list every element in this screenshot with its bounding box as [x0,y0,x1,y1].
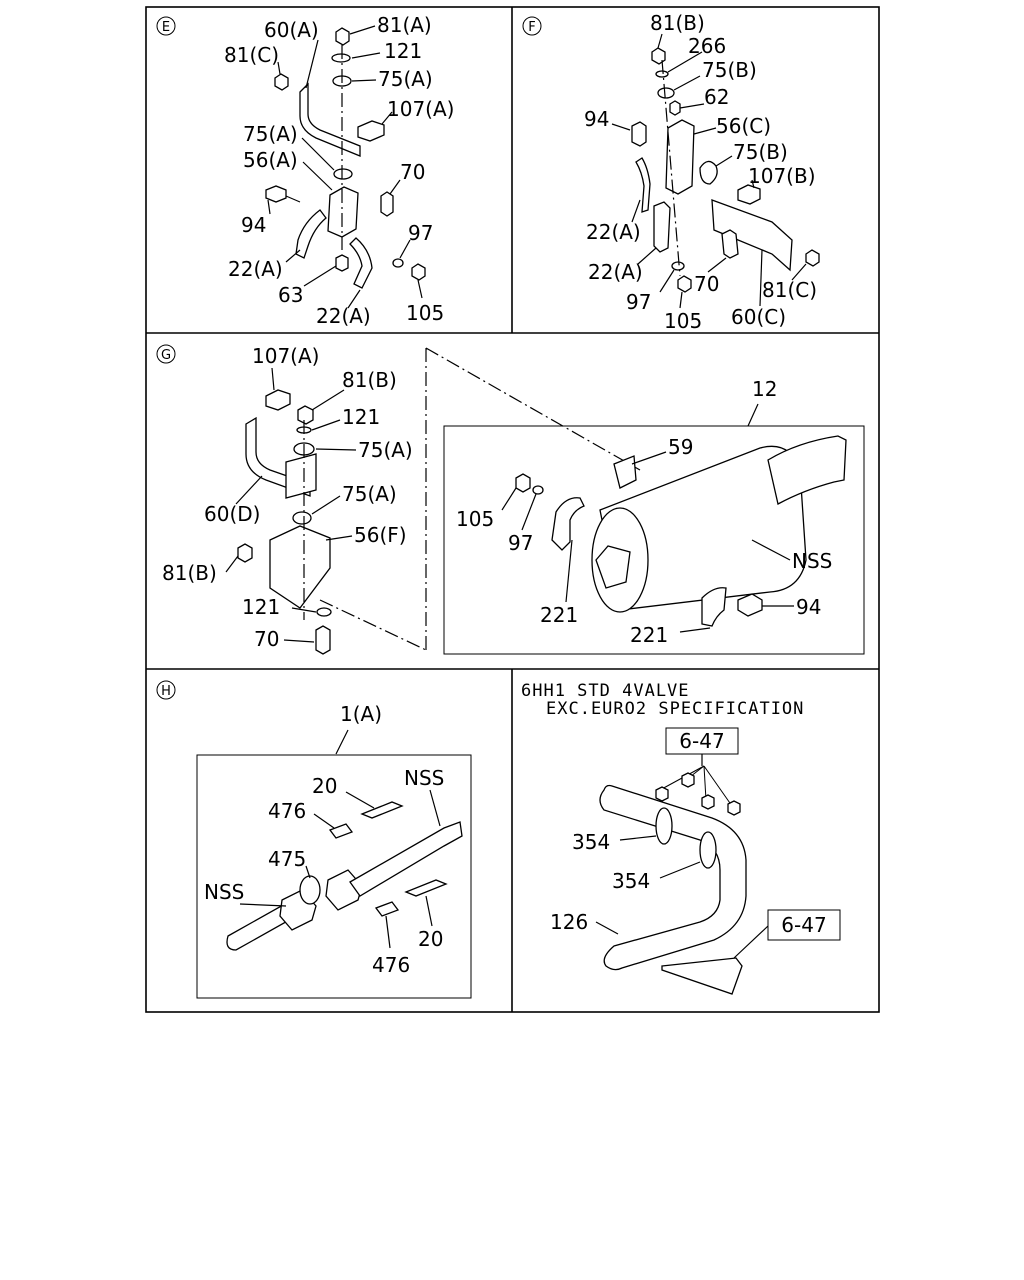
panel-e: E [156,13,454,328]
label-476-upper: 476 [268,799,306,823]
label-75a: 75(A) [378,67,433,91]
label-97: 97 [508,531,533,555]
label-70: 70 [694,272,719,296]
panel-f-parts [631,47,820,293]
label-81b: 81(B) [650,11,705,35]
label-81b: 81(B) [342,368,397,392]
panel-e-parts [265,27,426,289]
label-62: 62 [704,85,729,109]
label-70: 70 [254,627,279,651]
label-75b: 75(B) [702,58,757,82]
label-63: 63 [278,283,303,307]
panel-spec-leaders [595,754,769,959]
panel-e-leaders [267,25,423,309]
label-221-lower: 221 [630,623,668,647]
label-107b: 107(B) [748,164,816,188]
panel-letter-f: F [528,20,535,35]
label-121: 121 [342,405,380,429]
panel-f: F [522,11,820,333]
label-121-lower: 121 [242,595,280,619]
label-475: 475 [268,847,306,871]
label-107a: 107(A) [252,344,319,368]
label-1a: 1(A) [340,702,382,726]
label-81c: 81(C) [762,278,817,302]
label-121: 121 [384,39,422,63]
label-56c: 56(C) [716,114,771,138]
panel-spec-labels: 354 354 126 [550,830,650,934]
label-354-lower: 354 [612,869,650,893]
panel-letter-g: G [161,348,171,363]
label-221-upper: 221 [540,603,578,627]
muffler-inset-box [443,425,865,655]
panel-e-labels: 60(A) 81(A) 121 81(C) 75(A) 107(A) 75(A)… [224,13,454,328]
label-22a-upper: 22(A) [586,220,641,244]
label-126: 126 [550,910,588,934]
label-22a-lower: 22(A) [588,260,643,284]
label-60d: 60(D) [204,502,260,526]
spec-line-2: EXC.EURO2 SPECIFICATION [546,699,804,719]
label-266: 266 [688,34,726,58]
pipe-joint-inset-box [196,754,472,999]
panel-g-leaders [225,367,794,643]
label-70: 70 [400,160,425,184]
label-nss: NSS [792,549,832,573]
label-97: 97 [408,221,433,245]
label-105: 105 [406,301,444,325]
label-107a: 107(A) [387,97,454,121]
label-75a-lower: 75(A) [243,122,298,146]
panel-letter-h: H [161,684,171,699]
inset-projection-lines [319,347,641,651]
panel-g: G [156,344,865,655]
spec-line-1: 6HH1 STD 4VALVE [521,681,690,701]
label-94: 94 [241,213,266,237]
panel-letter-e: E [162,20,170,35]
label-12: 12 [752,377,777,401]
label-75b-lower: 75(B) [733,140,788,164]
label-nss-left: NSS [204,880,244,904]
label-22a-left: 22(A) [228,257,283,281]
panel-h-labels: 1(A) 20 NSS 476 475 NSS 476 20 [204,702,444,977]
panel-h-leaders [239,729,441,949]
panel-spec: 6HH1 STD 4VALVE EXC.EURO2 SPECIFICATION … [521,681,841,995]
label-56a: 56(A) [243,148,298,172]
label-81a: 81(A) [377,13,432,37]
panel-g-labels: 107(A) 81(B) 121 75(A) 75(A) 60(D) 56(F)… [162,344,832,651]
panel-spec-parts [599,765,747,995]
label-60c: 60(C) [731,305,786,329]
label-476-lower: 476 [372,953,410,977]
label-354-upper: 354 [572,830,610,854]
label-nss-right: NSS [404,766,444,790]
label-20-lower: 20 [418,927,443,951]
label-94: 94 [584,107,609,131]
label-75a-lower: 75(A) [342,482,397,506]
panel-h: H 1(A) 20 NSS 476 [156,680,472,999]
label-56f: 56(F) [354,523,407,547]
panel-f-labels: 81(B) 266 75(B) 62 94 56(C) 75(B) 107(B)… [584,11,817,333]
label-105: 105 [456,507,494,531]
label-20-upper: 20 [312,774,337,798]
label-97: 97 [626,290,651,314]
panel-h-parts [226,801,463,951]
panel-f-leaders [611,33,807,309]
label-60a: 60(A) [264,18,319,42]
label-75a: 75(A) [358,438,413,462]
label-81c: 81(C) [224,43,279,67]
label-81b-lower: 81(B) [162,561,217,585]
ref-top: 6-47 [679,729,724,753]
label-59: 59 [668,435,693,459]
diagram-frame [145,6,880,1013]
ref-box-bottom [767,909,841,941]
ref-bottom: 6-47 [781,913,826,937]
label-22a-right: 22(A) [316,304,371,328]
label-94: 94 [796,595,821,619]
label-105: 105 [664,309,702,333]
